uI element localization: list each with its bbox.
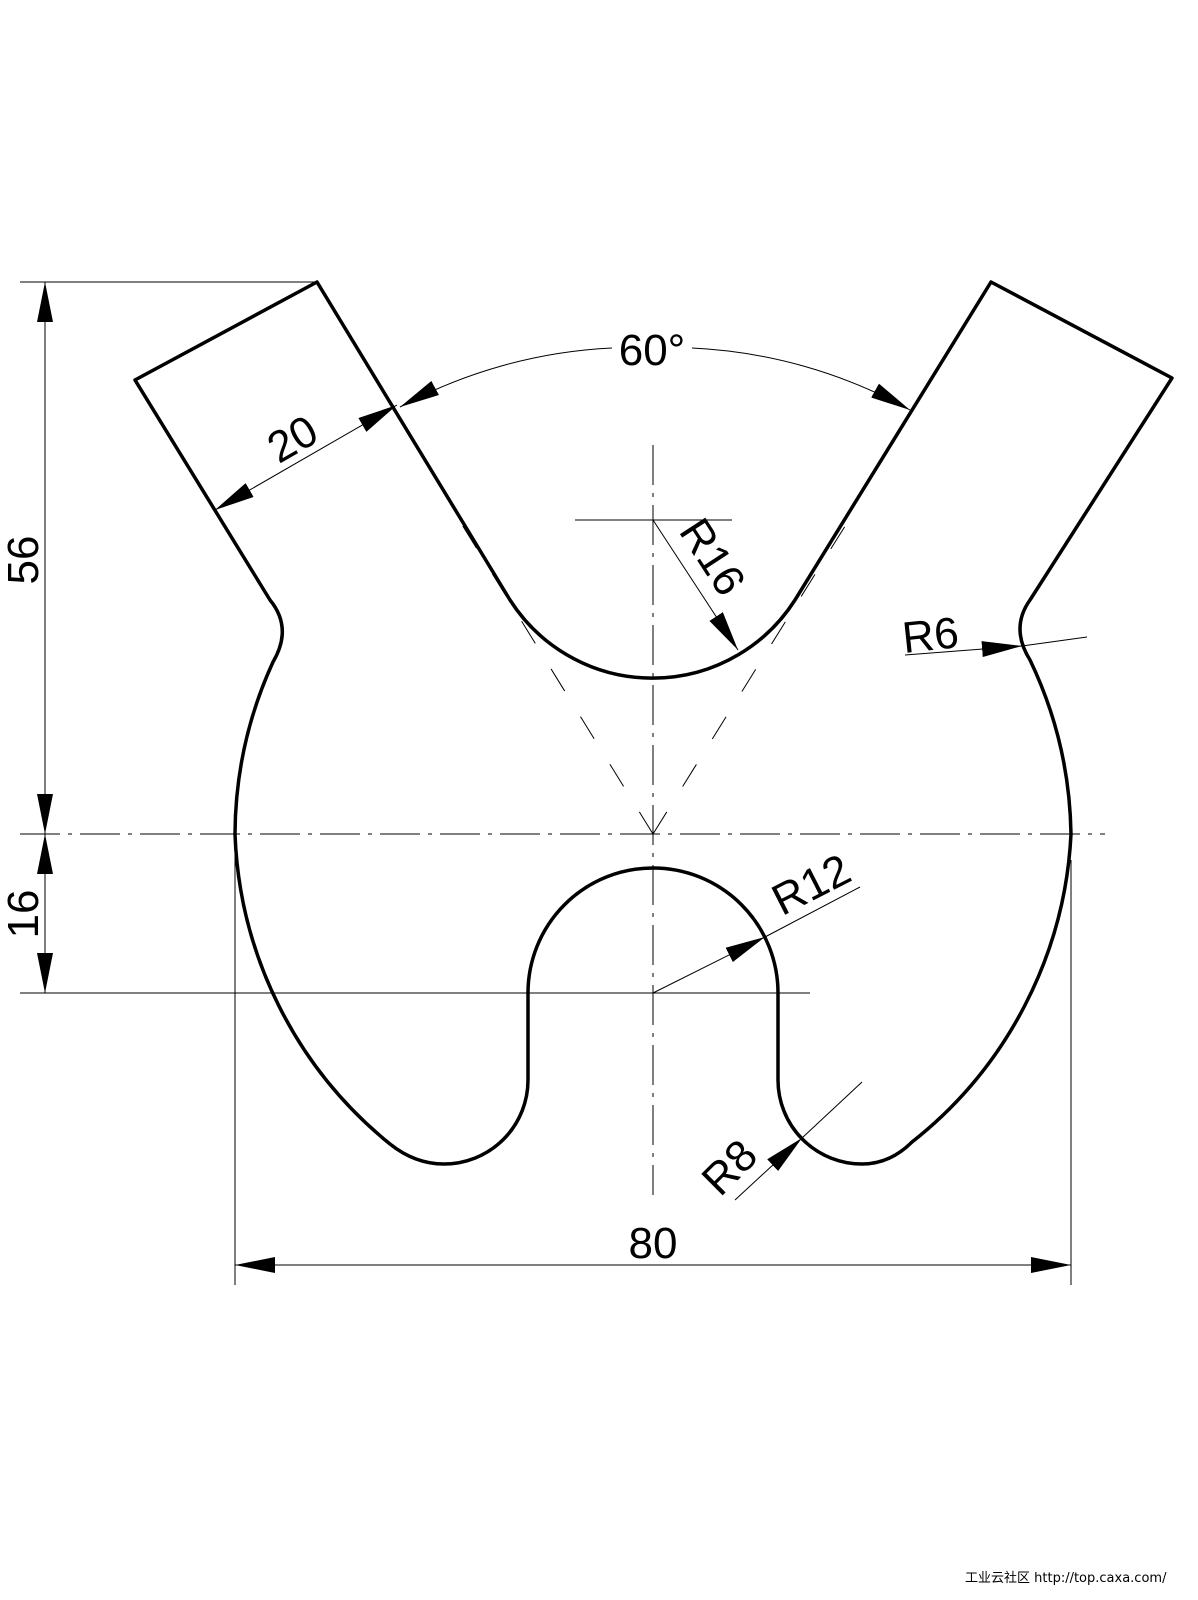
watermark: 工业云社区 http://top.caxa.com/: [965, 1571, 1167, 1586]
leader-r12-a: [652, 936, 766, 994]
construction-line-left: [455, 514, 654, 835]
dim-text-r8: R8: [693, 1131, 767, 1205]
dim-text-56: 56: [0, 536, 48, 585]
leader-r8-a: [734, 1137, 803, 1201]
leader-r8-b: [801, 1081, 863, 1139]
dim-text-80: 80: [629, 1219, 678, 1268]
dim-text-20: 20: [259, 406, 326, 473]
dim-text-r12: R12: [764, 845, 858, 925]
dim-line-20: [214, 404, 398, 511]
dim-text-r16: R16: [670, 510, 755, 604]
angle-arc-left: [399, 347, 613, 408]
angle-arc-right: [691, 347, 911, 411]
construction-line-right: [652, 514, 853, 835]
leader-r6-b: [1021, 636, 1088, 647]
leader-r12-b: [764, 886, 861, 938]
dim-text-r6: R6: [900, 608, 961, 663]
leader-r16: [652, 519, 739, 651]
dim-text-16: 16: [0, 890, 48, 939]
leader-r6-a: [904, 641, 1023, 658]
dim-text-60-deg: 60°: [619, 326, 686, 375]
part-outline: [133, 280, 1174, 1166]
